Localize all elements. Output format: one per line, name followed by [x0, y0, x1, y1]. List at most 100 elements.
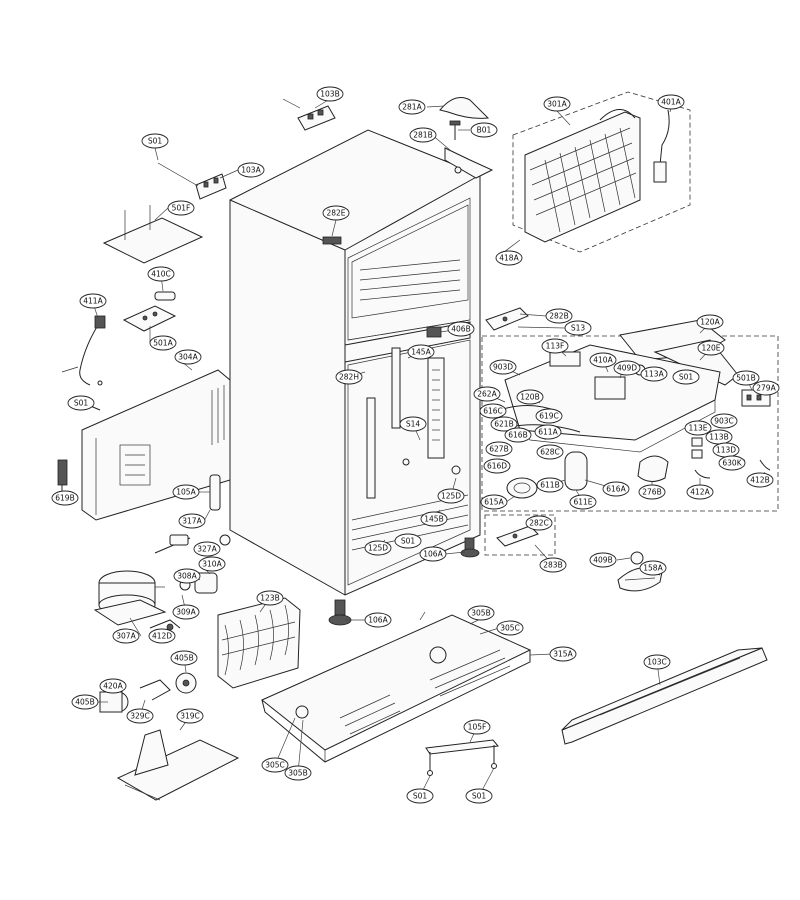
- part-label-ellipse: [589, 352, 617, 368]
- part-label-text: 627B: [489, 445, 508, 454]
- part-label-ellipse: [172, 484, 200, 500]
- part-label-ellipse: [483, 458, 511, 474]
- part-label-ellipse: [684, 420, 712, 436]
- part-label-text: 329C: [130, 712, 150, 721]
- part-label-412b: 412B: [746, 472, 774, 488]
- part-label-text: 406B: [451, 325, 470, 334]
- part-label-text: 418A: [499, 254, 519, 263]
- part-label-ellipse: [437, 488, 465, 504]
- part-label-308a: 308A: [173, 568, 201, 584]
- part-label-text: 903D: [493, 363, 513, 372]
- part-label-text: 616B: [508, 431, 527, 440]
- base-plate: [261, 611, 532, 763]
- part-label-ellipse: [147, 266, 175, 282]
- part-label-405ba: 405B: [71, 694, 99, 710]
- part-label-611e: 611E: [569, 494, 597, 510]
- part-label-ellipse: [364, 540, 392, 556]
- part-label-text: 106A: [423, 550, 443, 559]
- part-label-501b: 501B: [732, 370, 760, 386]
- part-label-text: 501A: [153, 339, 173, 348]
- part-label-ellipse: [172, 604, 200, 620]
- part-label-text: 113A: [644, 370, 664, 379]
- part-label-text: 276B: [642, 488, 661, 497]
- part-label-ellipse: [322, 205, 350, 221]
- duct-assembly-group: [481, 319, 779, 512]
- part-label-text: S01: [148, 137, 163, 146]
- part-label-ellipse: [167, 200, 195, 216]
- part-label-ellipse: [335, 369, 363, 385]
- part-label-s01e: S01: [406, 788, 434, 804]
- part-label-text: 120A: [700, 318, 720, 327]
- part-label-ellipse: [564, 320, 592, 336]
- part-label-ellipse: [67, 395, 95, 411]
- part-label-ellipse: [473, 386, 501, 402]
- part-label-text: 279A: [756, 384, 776, 393]
- part-label-145a: 145A: [407, 344, 435, 360]
- part-label-text: 412D: [152, 632, 172, 641]
- part-label-text: 113F: [546, 342, 565, 351]
- part-label-327a: 327A: [193, 541, 221, 557]
- part-label-611b: 611B: [536, 477, 564, 493]
- part-label-text: 120B: [520, 393, 539, 402]
- part-label-text: 105A: [176, 488, 196, 497]
- part-label-ellipse: [420, 511, 448, 527]
- part-label-282e: 282E: [322, 205, 350, 221]
- part-label-text: 310A: [202, 560, 222, 569]
- part-label-text: 305C: [265, 761, 285, 770]
- part-label-ellipse: [490, 416, 518, 432]
- part-label-ellipse: [536, 444, 564, 460]
- part-label-s14: S14: [399, 416, 427, 432]
- part-label-103a: 103A: [237, 162, 265, 178]
- part-label-903d: 903D: [489, 359, 517, 375]
- part-label-ellipse: [148, 628, 176, 644]
- part-label-ellipse: [535, 408, 563, 424]
- part-label-text: 412B: [750, 476, 769, 485]
- part-label-text: S01: [74, 399, 89, 408]
- part-label-ellipse: [170, 650, 198, 666]
- part-label-301a: 301A: [543, 96, 571, 112]
- part-label-412a: 412A: [686, 484, 714, 500]
- part-label-text: 281B: [413, 131, 432, 140]
- part-label-619b: 619B: [51, 490, 79, 506]
- part-label-ellipse: [112, 628, 140, 644]
- part-label-ellipse: [589, 552, 617, 568]
- part-label-text: 113D: [716, 446, 736, 455]
- part-label-305ca: 305C: [261, 757, 289, 773]
- part-label-281a: 281A: [398, 99, 426, 115]
- part-label-ellipse: [489, 359, 517, 375]
- part-label-ellipse: [696, 314, 724, 330]
- part-label-ellipse: [71, 694, 99, 710]
- part-label-616c: 616C: [479, 403, 507, 419]
- part-label-text: S01: [401, 537, 416, 546]
- part-label-501a: 501A: [149, 335, 177, 351]
- part-label-304a: 304A: [174, 349, 202, 365]
- part-label-410c: 410C: [147, 266, 175, 282]
- compressor-group: [93, 570, 301, 689]
- part-label-text: 113E: [688, 424, 707, 433]
- part-label-ellipse: [602, 481, 630, 497]
- part-label-text: 405B: [174, 654, 193, 663]
- part-label-ellipse: [549, 646, 577, 662]
- part-label-ellipse: [639, 560, 667, 576]
- part-label-ellipse: [99, 678, 127, 694]
- part-label-text: 281A: [402, 103, 422, 112]
- part-label-text: 282H: [339, 373, 359, 382]
- part-label-ellipse: [467, 605, 495, 621]
- part-label-ellipse: [480, 494, 508, 510]
- part-label-text: 616D: [487, 462, 507, 471]
- part-label-text: S01: [679, 373, 694, 382]
- part-label-ellipse: [479, 403, 507, 419]
- part-label-text: S01: [472, 792, 487, 801]
- part-label-text: 304A: [178, 353, 198, 362]
- part-label-307a: 307A: [112, 628, 140, 644]
- part-label-ellipse: [51, 490, 79, 506]
- part-label-103b: 103B: [316, 86, 344, 102]
- part-label-ellipse: [419, 546, 447, 562]
- part-label-120e: 120E: [697, 340, 725, 356]
- part-label-113d: 113D: [712, 442, 740, 458]
- part-label-615a: 615A: [480, 494, 508, 510]
- part-label-409b: 409B: [589, 552, 617, 568]
- part-label-ellipse: [638, 484, 666, 500]
- part-label-text: 621B: [494, 420, 513, 429]
- part-label-text: 409B: [593, 556, 612, 565]
